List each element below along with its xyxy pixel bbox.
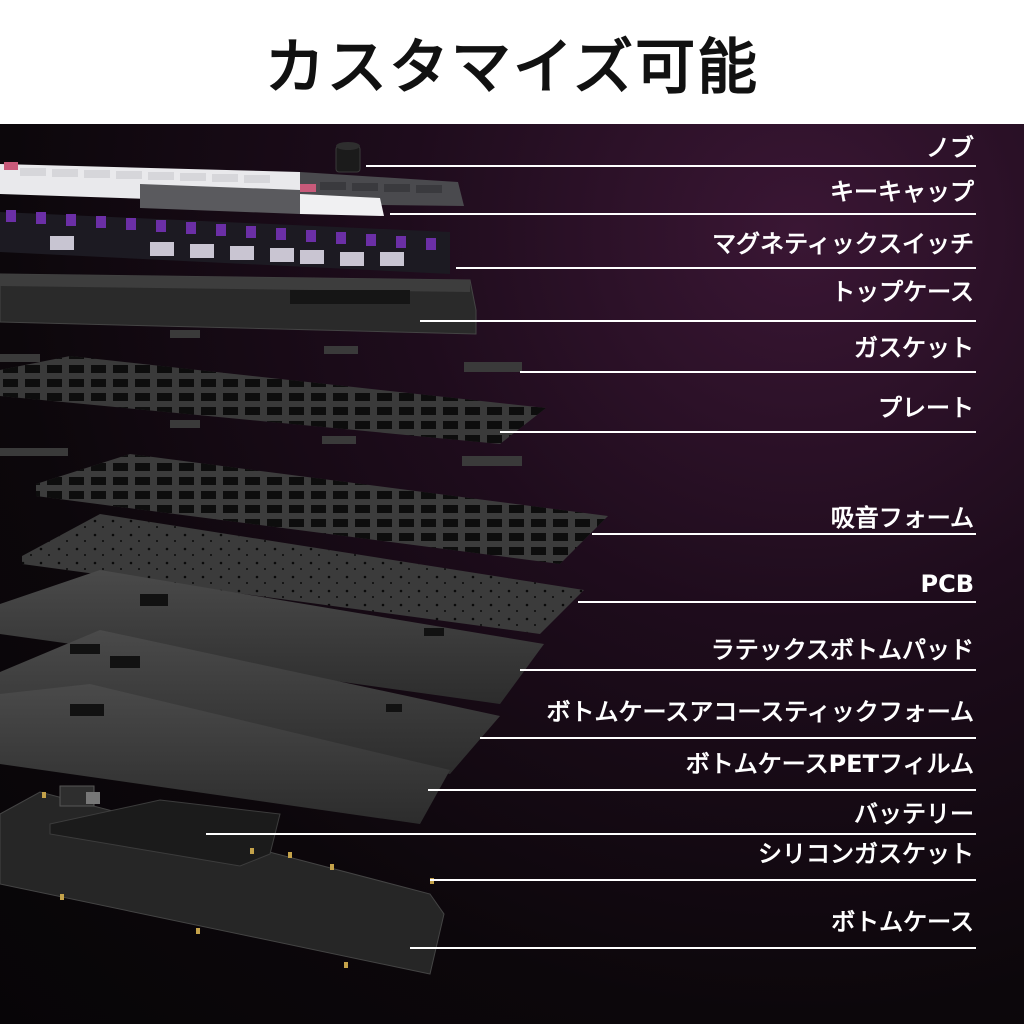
label-bottom-case: ボトムケース xyxy=(831,908,974,936)
magnetic-switches-graphic xyxy=(0,210,450,274)
exploded-keyboard-illustration: ノブ キーキャップ マグネティックスイッチ トップケース ガスケット プレート … xyxy=(0,124,1024,1024)
header: カスタマイズ可能 xyxy=(0,0,1024,124)
label-knob: ノブ xyxy=(926,134,974,162)
top-case-graphic xyxy=(0,273,477,335)
pcb-graphic xyxy=(22,514,584,634)
page-title: カスタマイズ可能 xyxy=(264,32,760,103)
label-keycaps: キーキャップ xyxy=(830,178,974,206)
label-gasket: ガスケット xyxy=(854,334,974,362)
label-battery: バッテリー xyxy=(854,800,974,828)
label-top-case: トップケース xyxy=(831,278,974,306)
label-latex-bottom-pad: ラテックスボトムパッド xyxy=(710,636,974,664)
label-acoustic-foam: ボトムケースアコースティックフォーム xyxy=(546,698,974,726)
label-silicone-gasket: シリコンガスケット xyxy=(758,840,974,868)
label-plate: プレート xyxy=(878,394,974,422)
latex-bottom-pad-graphic xyxy=(0,570,544,704)
label-sound-foam: 吸音フォーム xyxy=(830,504,974,532)
leader-lines xyxy=(206,165,976,949)
sound-foam-graphic xyxy=(36,454,608,564)
bottom-case-graphic xyxy=(0,785,445,975)
label-pet-film: ボトムケースPETフィルム xyxy=(685,750,974,778)
keyboard-layers-graphic xyxy=(0,142,976,975)
acoustic-foam-graphic xyxy=(0,630,500,774)
keycaps-graphic xyxy=(0,162,464,216)
pet-film-graphic xyxy=(0,684,450,824)
label-pcb: PCB xyxy=(920,570,975,598)
knob-graphic xyxy=(335,142,361,173)
plate-graphic xyxy=(0,356,546,444)
gaskets-graphic xyxy=(0,330,522,466)
label-magnetic-switch: マグネティックスイッチ xyxy=(712,230,974,258)
